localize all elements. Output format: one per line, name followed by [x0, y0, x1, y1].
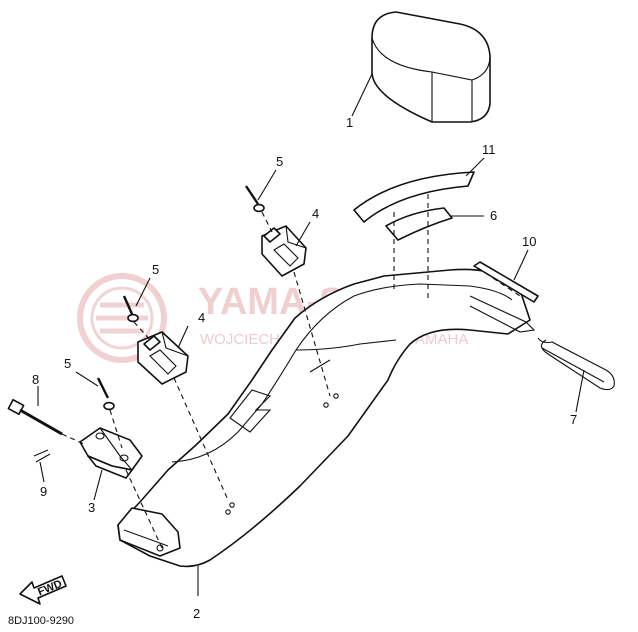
part-4-clip-lower [137, 331, 189, 385]
part-5-screw-upper [245, 185, 265, 213]
part-3-front-bracket [79, 427, 143, 479]
callout-labels: 1 2 3 4 4 5 5 5 6 7 8 9 10 11 [32, 115, 577, 621]
part-10-strip [473, 261, 539, 303]
callout-4-lower: 4 [198, 310, 205, 325]
callout-11: 11 [482, 142, 496, 157]
part-1-seat-block [371, 11, 491, 123]
part-8-bolt [7, 398, 63, 436]
callout-5-middle: 5 [152, 262, 159, 277]
assembly-lines [61, 194, 521, 549]
part-2-rear-fender [117, 268, 536, 568]
callout-1: 1 [346, 115, 353, 130]
part-5-screw-lower [96, 377, 115, 411]
callout-3: 3 [88, 500, 95, 515]
part-5-screw-middle [122, 295, 139, 323]
part-9-pin [33, 449, 51, 463]
callout-4-upper: 4 [312, 206, 319, 221]
leader-lines [37, 73, 585, 596]
fwd-arrow-icon: FWD [19, 575, 67, 605]
callout-9: 9 [40, 484, 47, 499]
callout-2: 2 [193, 606, 200, 621]
callout-8: 8 [32, 372, 39, 387]
callout-10: 10 [522, 234, 536, 249]
part-6-pad [385, 207, 453, 241]
watermark-logo-icon [77, 273, 167, 363]
part-7-wire [537, 337, 615, 391]
part-11-band [353, 171, 475, 223]
diagram-code: 8DJ100-9290 [8, 615, 74, 627]
callout-7: 7 [570, 412, 577, 427]
callout-5-lower: 5 [64, 356, 71, 371]
callout-6: 6 [490, 208, 497, 223]
part-4-clip-upper [261, 225, 307, 277]
fwd-label: FWD [36, 578, 64, 599]
callout-5-upper: 5 [276, 154, 283, 169]
